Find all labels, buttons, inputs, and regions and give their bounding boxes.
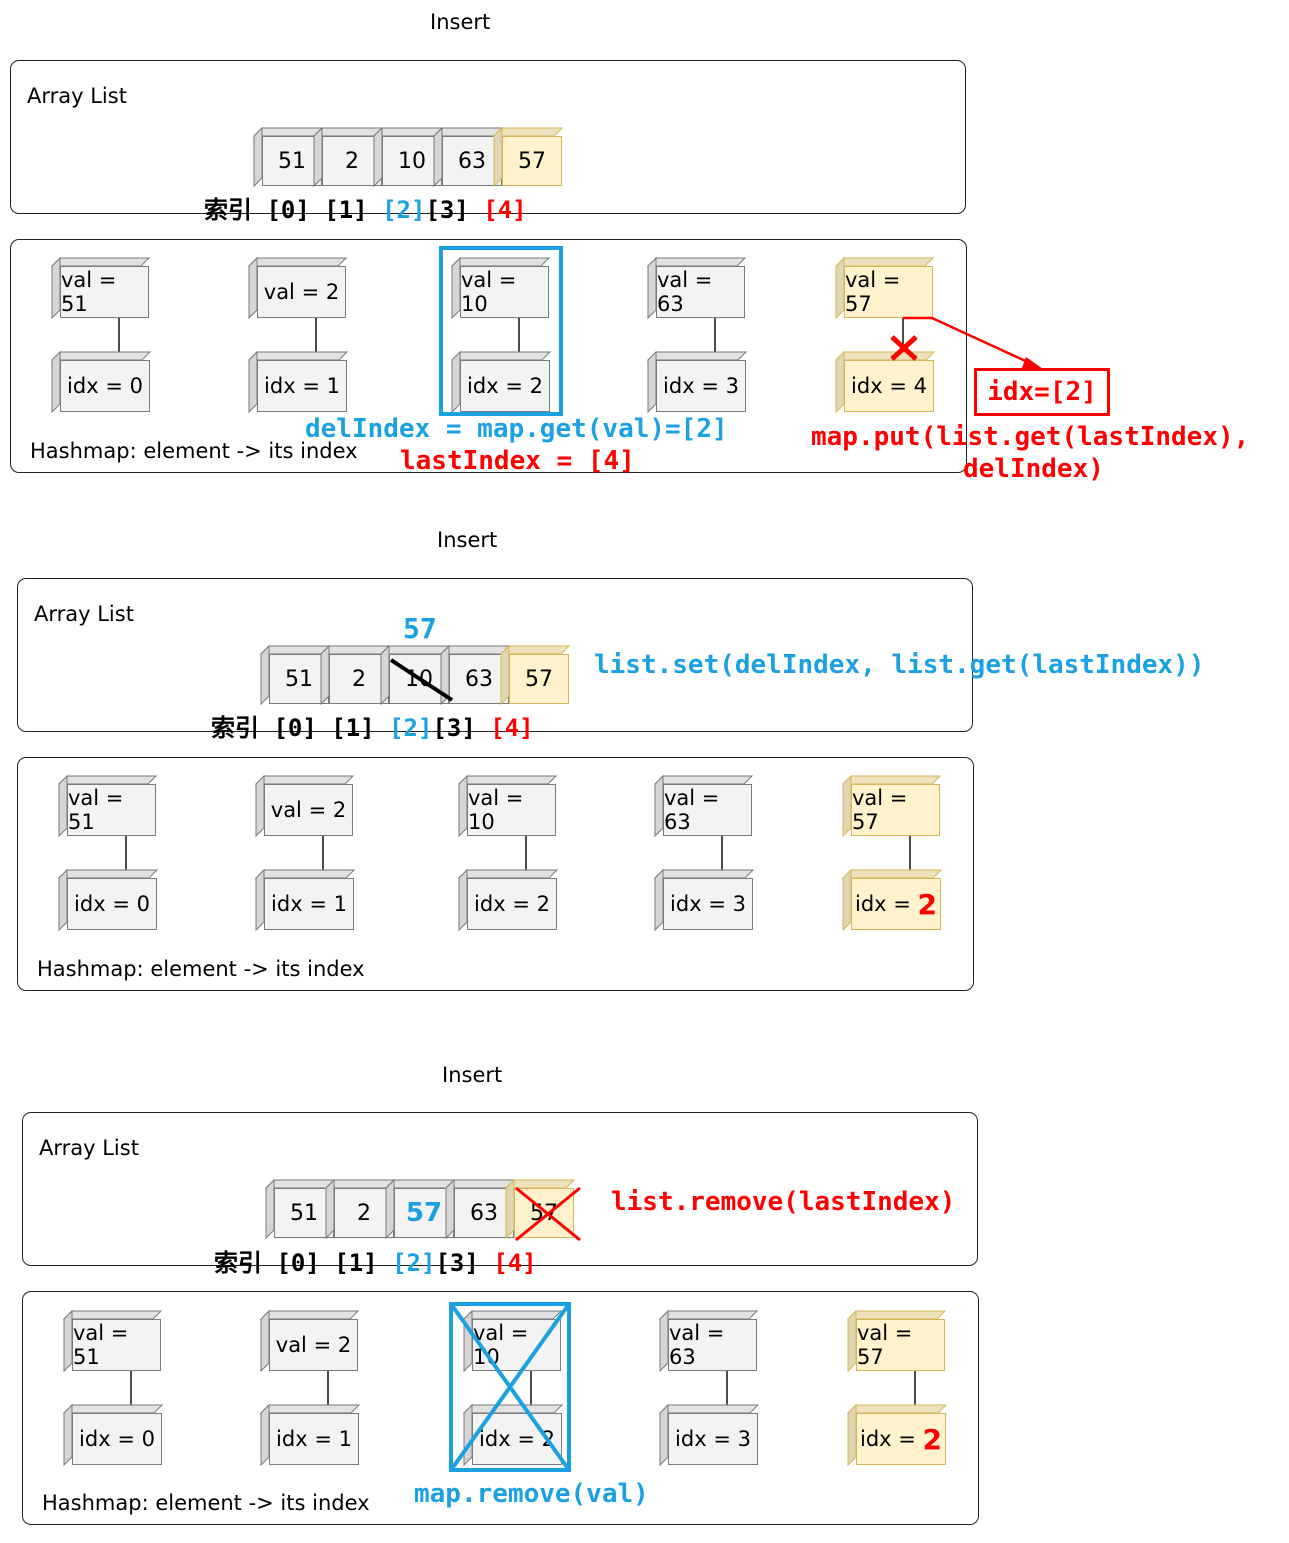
map-val-box-2: val = 10 xyxy=(460,266,549,318)
map-idx-box-1: idx = 1 xyxy=(257,360,347,412)
map-idx-box-1: idx = 1 xyxy=(264,878,354,930)
array-cell-0: 51 xyxy=(262,136,322,186)
array-cell-2: 57 xyxy=(394,1188,454,1238)
index-label-4: [4] xyxy=(483,196,527,224)
index-label-1: [1] xyxy=(324,196,368,224)
map-val-box-0: val = 51 xyxy=(60,266,149,318)
array-cell-1: 2 xyxy=(334,1188,394,1238)
map-val-box-4: val = 57 xyxy=(851,784,940,836)
new-idx-box: idx=[2] xyxy=(974,368,1110,416)
array-cell-0: 51 xyxy=(274,1188,334,1238)
map-put-line-1: map.put(list.get(lastIndex), xyxy=(811,422,1250,452)
index-prefix: 索引 xyxy=(211,714,259,742)
map-idx-box-4: idx = 2 xyxy=(851,878,941,930)
array-cell-1: 2 xyxy=(329,654,389,704)
map-val-box-4: val = 57 xyxy=(844,266,933,318)
map-idx-box-0: idx = 0 xyxy=(72,1413,162,1465)
del-index-text: delIndex = map.get(val)=[2] xyxy=(305,414,728,444)
map-idx-box-3: idx = 3 xyxy=(668,1413,758,1465)
map-val-box-2: val = 10 xyxy=(467,784,556,836)
array-list-label: Array List xyxy=(39,1136,139,1160)
index-row: 索引 [0] [1] [2][3] [4] xyxy=(204,190,527,225)
replacement-value: 57 xyxy=(403,612,437,645)
hashmap-label: Hashmap: element -> its index xyxy=(42,1491,370,1515)
map-idx-box-1: idx = 1 xyxy=(269,1413,359,1465)
index-label-4: [4] xyxy=(493,1249,537,1277)
last-index-text: lastIndex = [4] xyxy=(400,446,635,476)
array-cell-4: 57 xyxy=(509,654,569,704)
array-list-label: Array List xyxy=(27,84,127,108)
index-label-0: [0] xyxy=(273,714,317,742)
index-label-4: [4] xyxy=(490,714,534,742)
index-label-1: [1] xyxy=(334,1249,378,1277)
list-remove-text: list.remove(lastIndex) xyxy=(611,1187,956,1217)
map-idx-new-value: 2 xyxy=(922,1422,943,1456)
array-list-label: Array List xyxy=(34,602,134,626)
section-title: Insert xyxy=(437,528,498,552)
map-remove-text: map.remove(val) xyxy=(414,1479,649,1509)
index-row: 索引 [0] [1] [2][3] [4] xyxy=(211,708,534,743)
map-idx-box-3: idx = 3 xyxy=(663,878,753,930)
map-idx-new-value: 2 xyxy=(917,887,938,921)
map-idx-box-4: idx = 2 xyxy=(856,1413,946,1465)
map-val-box-3: val = 63 xyxy=(668,1319,757,1371)
map-put-line-2: delIndex) xyxy=(963,454,1104,484)
array-cell-1: 2 xyxy=(322,136,382,186)
section-title: Insert xyxy=(430,10,491,34)
section-title: Insert xyxy=(442,1063,503,1087)
hashmap-label: Hashmap: element -> its index xyxy=(30,439,358,463)
map-val-box-1: val = 2 xyxy=(257,266,346,318)
map-val-box-0: val = 51 xyxy=(67,784,156,836)
index-label-3: [3] xyxy=(435,1249,479,1277)
index-label-0: [0] xyxy=(276,1249,320,1277)
map-idx-box-0: idx = 0 xyxy=(60,360,150,412)
map-idx-box-0: idx = 0 xyxy=(67,878,157,930)
map-val-box-3: val = 63 xyxy=(663,784,752,836)
index-label-0: [0] xyxy=(266,196,310,224)
map-idx-label: idx = xyxy=(854,892,918,916)
index-row: 索引 [0] [1] [2][3] [4] xyxy=(214,1243,537,1278)
map-val-box-1: val = 2 xyxy=(264,784,353,836)
index-label-2: [2] xyxy=(382,196,426,224)
array-cell-3: 63 xyxy=(454,1188,514,1238)
map-val-box-3: val = 63 xyxy=(656,266,745,318)
array-cell-4: 57 xyxy=(502,136,562,186)
array-cell-3: 63 xyxy=(442,136,502,186)
index-prefix: 索引 xyxy=(214,1249,262,1277)
map-val-box-2: val = 10 xyxy=(472,1319,561,1371)
index-label-2: [2] xyxy=(392,1249,436,1277)
map-idx-box-4: idx = 4 xyxy=(844,360,934,412)
array-cell-3: 63 xyxy=(449,654,509,704)
map-idx-box-3: idx = 3 xyxy=(656,360,746,412)
index-prefix: 索引 xyxy=(204,196,252,224)
map-idx-box-2: idx = 2 xyxy=(460,360,550,412)
map-idx-label: idx = xyxy=(859,1427,923,1451)
index-label-3: [3] xyxy=(425,196,469,224)
array-cell-2: 10 xyxy=(382,136,442,186)
index-label-3: [3] xyxy=(432,714,476,742)
array-cell-4: 57 xyxy=(514,1188,574,1238)
map-idx-box-2: idx = 2 xyxy=(472,1413,562,1465)
array-cell-0: 51 xyxy=(269,654,329,704)
index-label-2: [2] xyxy=(389,714,433,742)
list-set-text: list.set(delIndex, list.get(lastIndex)) xyxy=(594,650,1205,680)
map-val-box-1: val = 2 xyxy=(269,1319,358,1371)
map-idx-box-2: idx = 2 xyxy=(467,878,557,930)
hashmap-label: Hashmap: element -> its index xyxy=(37,957,365,981)
array-cell-2: 10 xyxy=(389,654,449,704)
index-label-1: [1] xyxy=(331,714,375,742)
map-val-box-4: val = 57 xyxy=(856,1319,945,1371)
map-val-box-0: val = 51 xyxy=(72,1319,161,1371)
